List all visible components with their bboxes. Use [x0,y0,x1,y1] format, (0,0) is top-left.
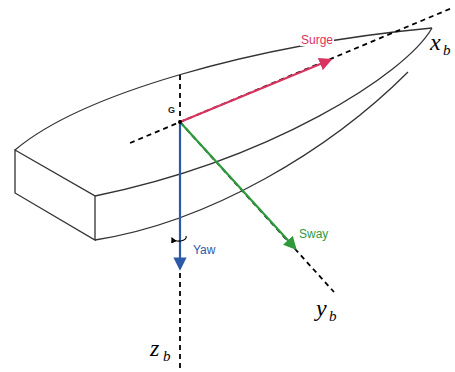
point-label: G [168,106,175,115]
motion-label: Surge [300,34,334,46]
yaw-axis-arrow [179,122,181,268]
surge-arrow [180,60,330,122]
motion-label: Sway [298,228,329,240]
motion-label: Yaw [192,244,216,256]
axis-label: z [150,336,159,360]
axis-lines [130,8,452,368]
centre-of-gravity [178,120,182,124]
yaw-rotation-arrow [172,236,186,241]
axis-label: y [316,296,327,320]
axis-label: x [430,30,441,54]
sway-arrow [180,122,295,248]
hull-outline [15,28,432,240]
axis-subscript: b [163,349,171,364]
axis-subscript: b [443,43,451,58]
axis-subscript: b [329,309,337,324]
